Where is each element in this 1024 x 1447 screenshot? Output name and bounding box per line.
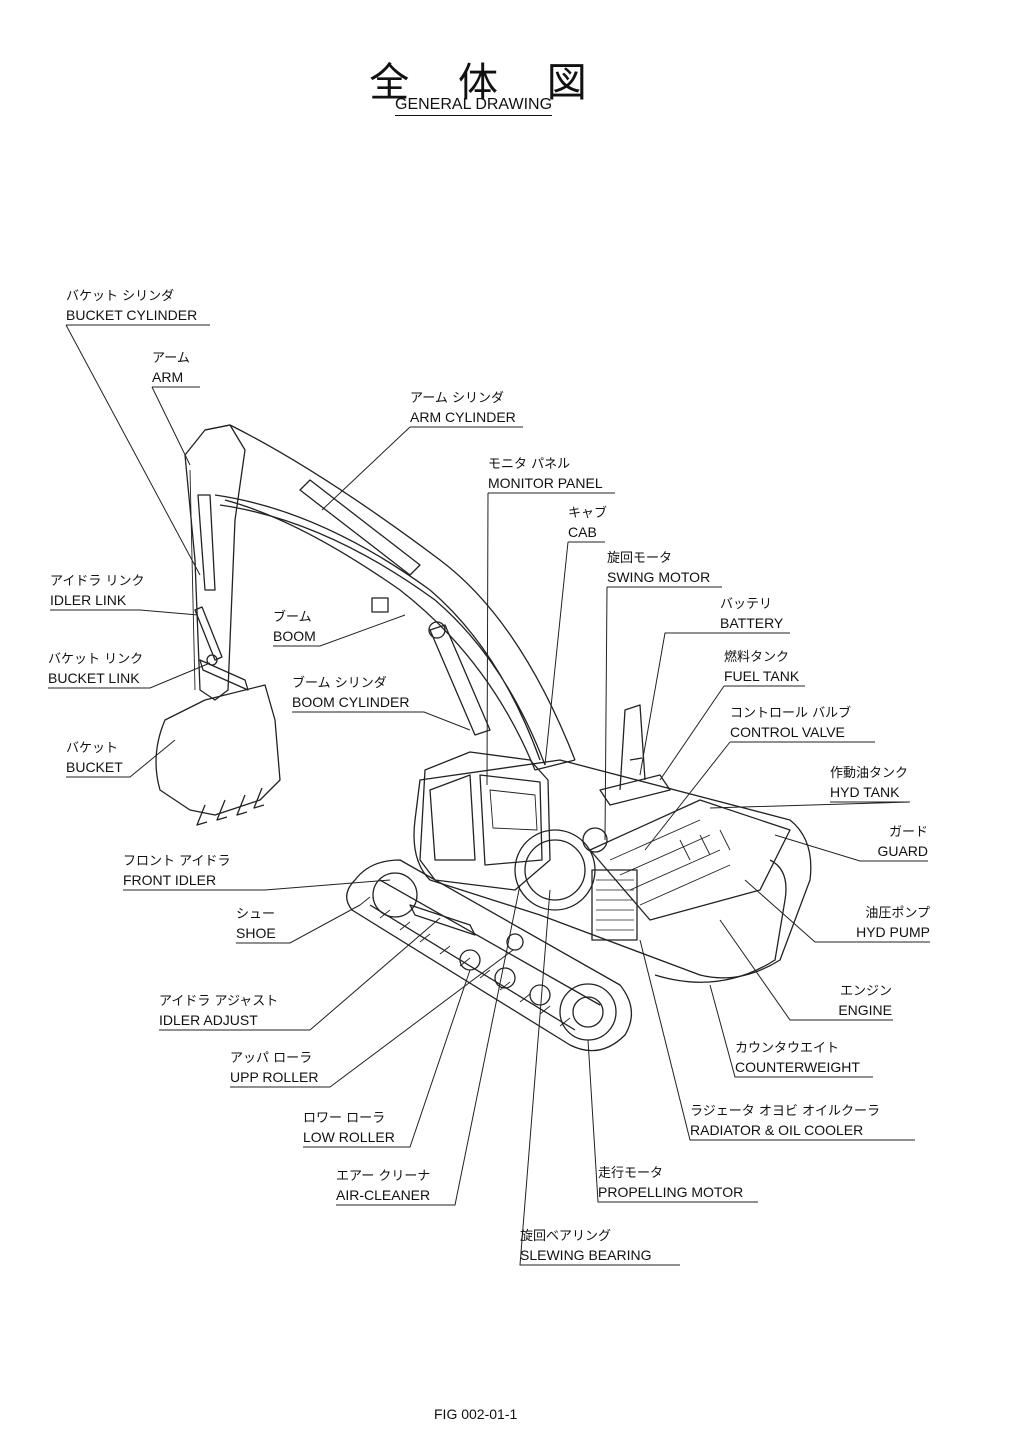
bucket-shape	[155, 684, 281, 816]
leader-air-cleaner	[336, 884, 521, 1206]
engine-hood	[589, 799, 791, 921]
bucket-teeth	[196, 787, 265, 826]
leader-arm	[151, 386, 200, 466]
bucket-cylinder	[197, 494, 216, 591]
cab-door	[479, 774, 543, 866]
leader-bucket-cylinder	[65, 324, 201, 576]
boom-cylinder	[429, 624, 491, 736]
idler-link	[194, 606, 223, 661]
leader-idler-link	[50, 609, 199, 616]
track-inner	[369, 879, 601, 1031]
figure-number: FIG 002-01-1	[434, 1406, 518, 1422]
lower-roller	[459, 949, 481, 971]
hydraulic-hoses	[214, 494, 546, 766]
leader-cab	[544, 541, 605, 766]
battery-box	[599, 774, 671, 806]
radiator-fins	[596, 879, 634, 931]
slewing-ring	[514, 829, 596, 911]
title-english: GENERAL DRAWING	[395, 96, 553, 116]
idler-adjust-cylinder	[409, 904, 476, 936]
guard-railing	[619, 704, 646, 791]
leader-slewing-bearing	[519, 889, 680, 1266]
upper-roller	[506, 933, 524, 951]
radiator-block	[591, 869, 638, 941]
arm-outline	[184, 424, 246, 701]
swing-motor	[582, 827, 608, 853]
boom-foot	[534, 759, 576, 771]
boom-upper-edge	[204, 424, 576, 761]
boom-lower-edge	[224, 499, 536, 771]
cab-window	[429, 774, 476, 861]
leader-boom-cylinder	[292, 711, 471, 731]
cab-outline	[419, 751, 551, 891]
counterweight	[654, 859, 787, 983]
front-idler-wheel	[372, 872, 418, 918]
boom-bracket	[371, 597, 389, 613]
title-japanese: 全 体 図	[369, 60, 605, 106]
propelling-motor-drum	[559, 983, 617, 1041]
leader-hyd-tank	[709, 801, 911, 809]
arm-cylinder	[299, 479, 421, 576]
track-outline	[346, 859, 632, 1052]
engine-detail	[609, 819, 731, 906]
house-body	[413, 759, 812, 979]
label-underlines	[48, 324, 930, 1266]
